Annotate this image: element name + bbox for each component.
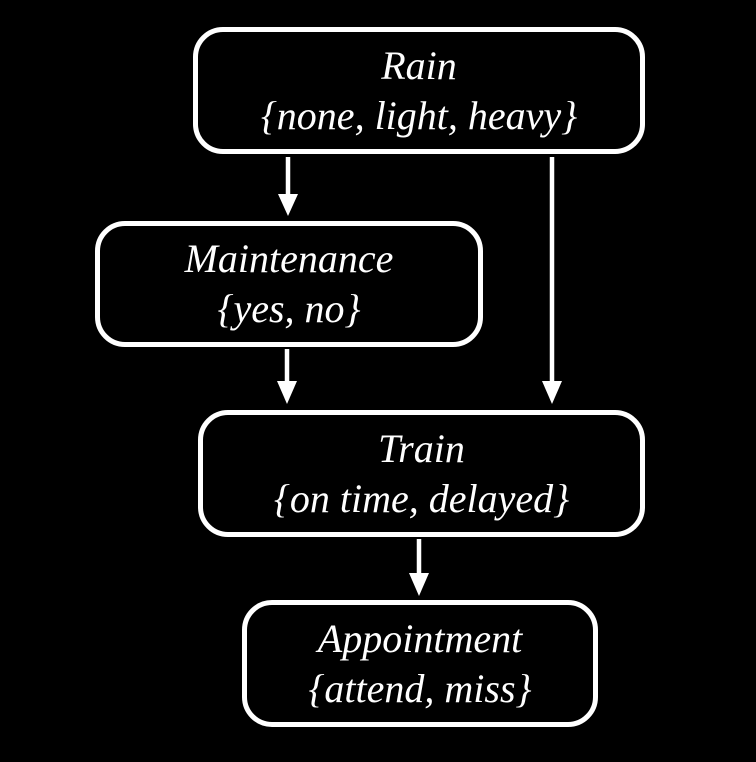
- node-maintenance-domain: {yes, no}: [217, 286, 361, 331]
- arrowhead-rain-to-maintenance: [278, 194, 298, 216]
- node-train-domain: {on time, delayed}: [273, 475, 570, 521]
- arrowhead-rain-to-train: [542, 381, 562, 404]
- edge-rain-to-maintenance: [278, 157, 298, 216]
- edge-train-to-appointment: [409, 539, 429, 596]
- node-rain: Rain {none, light, heavy}: [193, 27, 645, 154]
- node-rain-domain: {none, light, heavy}: [260, 92, 578, 138]
- node-train: Train {on time, delayed}: [198, 410, 645, 537]
- edge-maintenance-to-train: [277, 349, 297, 404]
- node-appointment-domain: {attend, miss}: [308, 665, 532, 711]
- node-maintenance-label: Maintenance: [184, 236, 394, 281]
- arrowhead-maintenance-to-train: [277, 381, 297, 404]
- arrowhead-train-to-appointment: [409, 573, 429, 596]
- node-appointment-label: Appointment: [317, 615, 523, 661]
- node-maintenance: Maintenance {yes, no}: [95, 221, 483, 347]
- edge-rain-to-train: [542, 157, 562, 404]
- node-train-label: Train: [378, 425, 465, 471]
- node-rain-label: Rain: [381, 42, 457, 88]
- node-appointment: Appointment {attend, miss}: [242, 600, 598, 727]
